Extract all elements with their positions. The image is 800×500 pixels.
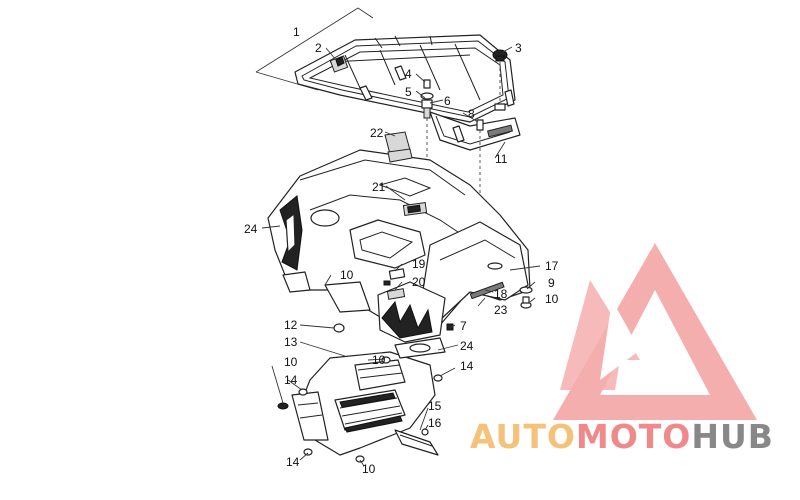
callout-17: 17 <box>545 259 559 273</box>
callout-20: 20 <box>412 275 426 289</box>
callout-2: 2 <box>315 41 322 55</box>
callout-21: 21 <box>372 180 386 194</box>
callout-14-lower: 14 <box>286 455 300 469</box>
misc-fasteners <box>277 356 443 463</box>
right-nut-washer <box>519 286 533 309</box>
callout-10-right: 10 <box>545 292 559 306</box>
logo-triangle-cut <box>600 300 640 380</box>
callout-1: 1 <box>293 25 300 39</box>
callout-19: 19 <box>412 257 426 271</box>
grommet <box>333 323 345 333</box>
callout-13: 13 <box>284 335 298 349</box>
leader-lines <box>261 46 541 467</box>
logo-triangle-inner <box>560 280 640 390</box>
rack-decal <box>487 124 513 138</box>
callout-22: 22 <box>370 126 384 140</box>
callout-7: 7 <box>460 319 467 333</box>
callout-24-right: 24 <box>460 339 474 353</box>
callout-10-mid: 10 <box>372 353 386 367</box>
callout-14-left: 14 <box>284 373 298 387</box>
fender-clip <box>446 323 454 331</box>
callout-labels: 1 2 3 4 5 6 8 11 22 21 24 10 19 20 17 9 … <box>244 25 559 476</box>
callout-12: 12 <box>284 318 298 332</box>
footrest-rail <box>394 428 439 456</box>
callout-18: 18 <box>494 287 508 301</box>
callout-24-left: 24 <box>244 222 258 236</box>
callout-8: 8 <box>468 107 475 121</box>
callout-23: 23 <box>494 303 508 317</box>
callout-10-bottom: 10 <box>362 462 376 476</box>
watermark-auto: AUTO <box>470 417 576 456</box>
callout-10-fender: 10 <box>340 268 354 282</box>
callout-4: 4 <box>405 67 412 81</box>
callout-11: 11 <box>495 152 508 166</box>
automotohub-logo <box>553 243 757 420</box>
watermark-text: AUTOMOTOHUB <box>470 417 774 456</box>
fender-top-decal <box>384 131 413 163</box>
callout-3: 3 <box>515 41 522 55</box>
callout-9: 9 <box>548 276 555 290</box>
callout-10-left: 10 <box>284 355 298 369</box>
rear-fender <box>267 149 531 343</box>
footwell <box>291 337 446 456</box>
rack-small-bolt <box>476 119 484 258</box>
callout-16: 16 <box>428 416 442 430</box>
rack-knob <box>492 49 508 111</box>
rear-rack <box>255 7 521 151</box>
callout-6: 6 <box>444 94 451 108</box>
callout-5: 5 <box>405 85 412 99</box>
watermark-moto: MOTO <box>576 417 691 456</box>
callout-15: 15 <box>428 399 442 413</box>
callout-14-upper-right: 14 <box>460 359 474 373</box>
watermark-hub: HUB <box>691 417 774 456</box>
